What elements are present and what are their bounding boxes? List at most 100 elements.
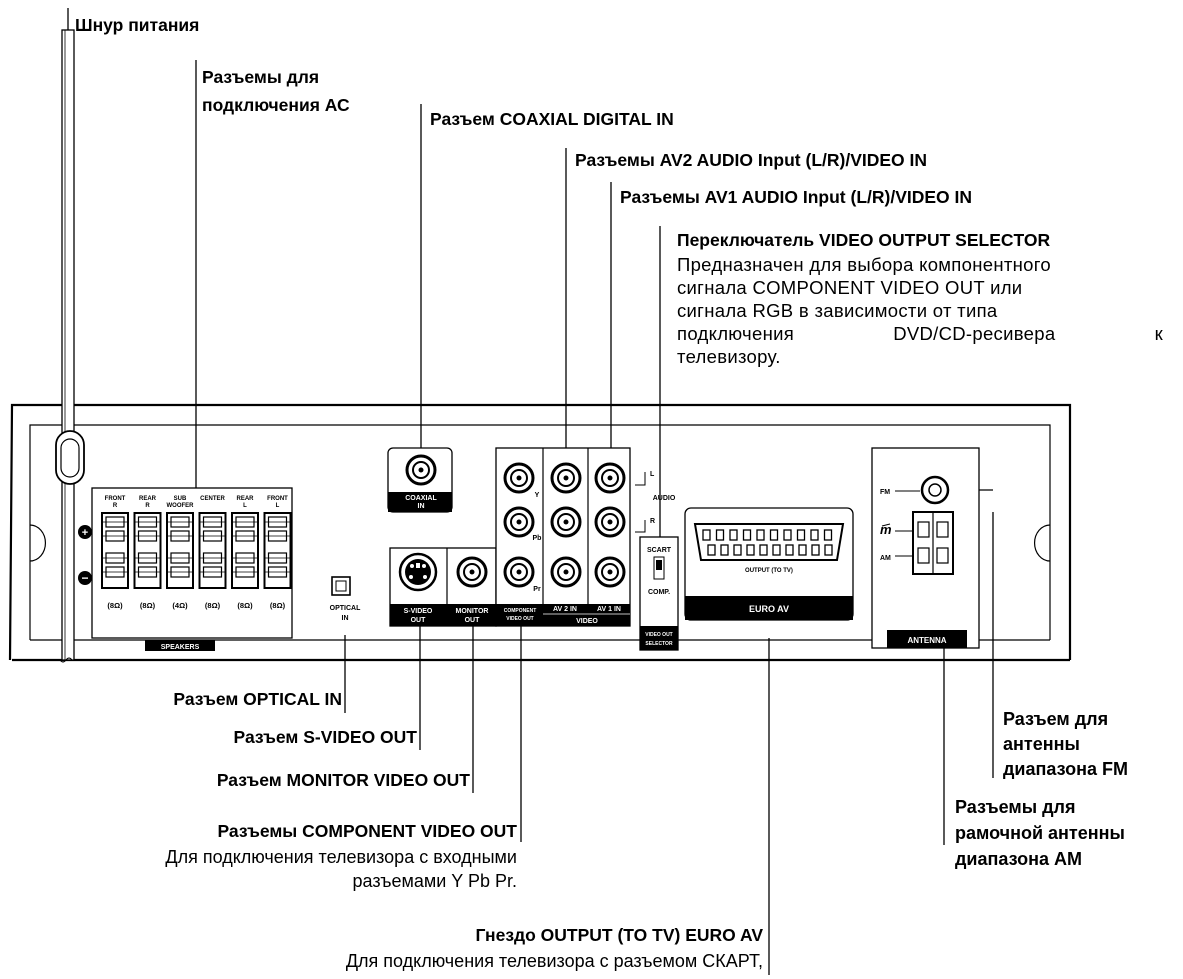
callout-euro-desc: Для подключения телевизора с разъемом СК… (345, 951, 763, 971)
scart-pin (810, 529, 819, 541)
speaker-impedance: (8Ω) (270, 601, 286, 610)
speaker-channel-label: REAR (236, 496, 254, 502)
speaker-impedance: (8Ω) (140, 601, 156, 610)
rca-jack (550, 556, 582, 588)
scart-pin (811, 544, 820, 556)
speaker-channel-sub: R (113, 503, 118, 509)
speaker-channel-label: FRONT (105, 496, 126, 502)
selector-desc-line-3: сигнала RGB в зависимости от типа (677, 300, 998, 321)
scart-pin (823, 529, 833, 541)
am-mark: AM (880, 555, 891, 562)
rear-panel (8, 403, 1072, 662)
component-label-out: VIDEO OUT (506, 616, 534, 622)
selector-desc-line-2: сигнала COMPONENT VIDEO OUT или (677, 277, 1023, 298)
audio-r-mark: R (650, 518, 655, 525)
svideo-label-out: OUT (411, 617, 427, 624)
callout-av2-in: Разъемы AV2 AUDIO Input (L/R)/VIDEO IN (575, 150, 928, 170)
speaker-impedance: (8Ω) (205, 601, 221, 610)
speaker-impedance: (4Ω) (172, 601, 188, 610)
antenna-label: ANTENNA (907, 636, 946, 645)
monitor-label-out: OUT (465, 617, 481, 624)
video-io-block: S-VIDEO OUT MONITOR OUT COMPONENT VIDEO … (389, 447, 676, 627)
callout-euro-title: Гнездо OUTPUT (TO TV) EURO AV (475, 925, 763, 945)
av1-label: AV 1 IN (597, 606, 621, 613)
scart-pin (772, 544, 781, 556)
scart-pin (707, 544, 716, 556)
rca-jack (594, 462, 626, 494)
speaker-channel-label: FRONT (267, 496, 288, 502)
callout-selector-desc: Предназначен для выбора компонентного си… (677, 253, 1163, 368)
component-label: COMPONENT (504, 608, 537, 614)
scart-pin (715, 529, 725, 541)
selector-scart: SCART (647, 547, 672, 554)
callout-monitor-out: Разъем MONITOR VIDEO OUT (216, 770, 470, 790)
callout-optical-in: Разъем OPTICAL IN (173, 689, 342, 709)
euro-av-scart-jack: OUTPUT (TO TV) EURO AV (684, 507, 854, 621)
coaxial-label-in: IN (418, 503, 425, 510)
power-cord (55, 29, 85, 663)
callout-am-3: диапазона AM (955, 849, 1082, 869)
speaker-channel-sub: L (243, 503, 247, 509)
speaker-terminal-4: CENTER (8Ω) (198, 496, 227, 610)
av2-label: AV 2 IN (553, 606, 577, 613)
callout-power-cord: Шнур питания (75, 15, 200, 35)
rca-jack (550, 462, 582, 494)
speaker-channel-label: SUB (174, 496, 187, 502)
mark-pb: Pb (533, 535, 542, 542)
antenna-block: ANTENNA FM m AM (871, 447, 980, 649)
scart-pin (746, 544, 755, 556)
rca-jack (503, 462, 535, 494)
scart-pin (824, 544, 833, 556)
callout-component-desc-2: разъемами Y Pb Pr. (352, 871, 517, 891)
callout-am-1: Разъемы для (955, 797, 1076, 817)
callout-fm-3: диапазона FM (1003, 759, 1128, 779)
scart-pin (733, 544, 742, 556)
callout-speaker-jacks-2: подключения АС (202, 95, 350, 115)
callout-av1-in: Разъемы AV1 AUDIO Input (L/R)/VIDEO IN (620, 187, 973, 207)
audio-l-mark: L (650, 471, 655, 478)
loop-symbol: m (880, 522, 892, 537)
scart-pin (759, 544, 768, 556)
svg-text:−: − (81, 571, 88, 585)
speakers-label: SPEAKERS (161, 644, 200, 651)
mark-pr: Pr (533, 586, 541, 593)
svideo-label: S-VIDEO (404, 608, 433, 615)
selector-desc-line-5: телевизору. (677, 346, 781, 367)
selector-desc-line-1: Предназначен для выбора компонентного (677, 254, 1051, 275)
scart-pin (783, 529, 792, 541)
monitor-label: MONITOR (456, 608, 489, 615)
speaker-channel-label: CENTER (200, 496, 225, 502)
callout-speaker-jacks-1: Разъемы для (202, 67, 320, 87)
optical-label: OPTICAL (330, 605, 361, 612)
scart-pin (796, 529, 806, 541)
callout-am-2: рамочной антенны (955, 823, 1125, 843)
selector-desc-line-4b: DVD/CD-ресивера (893, 323, 1056, 344)
rca-jack (550, 506, 582, 538)
rca-jack (503, 556, 535, 588)
callout-component-desc-1: Для подключения телевизора с входными (165, 847, 517, 867)
video-output-selector: SCART COMP. VIDEO OUT SELECTOR (639, 536, 679, 651)
scart-pin (756, 529, 765, 541)
scart-pin (720, 544, 729, 556)
optical-in-jack: OPTICAL IN (330, 576, 361, 622)
callout-component-title: Разъемы COMPONENT VIDEO OUT (217, 821, 517, 841)
euro-av-label: EURO AV (749, 604, 789, 614)
selector-label: VIDEO OUT (645, 632, 673, 638)
fm-mark: FM (880, 489, 890, 496)
selector-label-2: SELECTOR (645, 641, 673, 647)
optical-label-in: IN (342, 615, 349, 622)
callout-fm-1: Разъем для (1003, 709, 1109, 729)
scart-pin (785, 544, 794, 556)
rca-jack (594, 556, 626, 588)
speaker-impedance: (8Ω) (107, 601, 123, 610)
callout-svideo-out: Разъем S-VIDEO OUT (233, 727, 417, 747)
scart-pin (742, 529, 752, 541)
callout-fm-2: антенны (1003, 734, 1080, 754)
speaker-channel-sub: R (145, 503, 150, 509)
